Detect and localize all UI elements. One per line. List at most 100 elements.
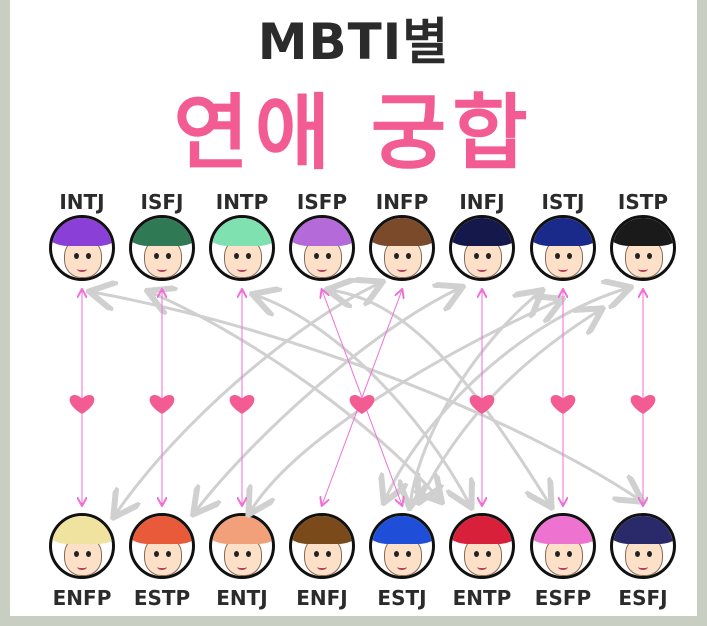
eye (314, 551, 319, 557)
hair (132, 218, 192, 246)
mouth (77, 564, 87, 570)
eye (154, 551, 159, 557)
avatar-istp (610, 215, 676, 281)
eye (635, 551, 640, 557)
avatar-infj (449, 215, 515, 281)
label-intj: INTJ (59, 190, 105, 214)
heart-icon (149, 394, 175, 414)
gray-arrow (420, 310, 600, 500)
heart-icon (630, 394, 656, 414)
eye (86, 253, 91, 259)
heart-icon (349, 394, 375, 414)
label-estj: ESTJ (377, 586, 427, 610)
label-esfp: ESFP (534, 586, 592, 610)
avatar-isfj (129, 215, 195, 281)
eye (567, 253, 572, 259)
hair (52, 516, 112, 544)
heart-icon (550, 394, 576, 414)
eye (474, 253, 479, 259)
eye (74, 551, 79, 557)
mouth (638, 564, 648, 570)
heart-icon (69, 394, 95, 414)
eye (394, 253, 399, 259)
avatar-istj (530, 215, 596, 281)
eye (246, 253, 251, 259)
eye (406, 551, 411, 557)
hair (533, 218, 593, 246)
mouth (477, 564, 487, 570)
hair (533, 516, 593, 544)
eye (246, 551, 251, 557)
title-line-2: 연애 궁합 (173, 86, 534, 181)
avatar-intp (209, 215, 275, 281)
heart-icon (469, 394, 495, 414)
label-entj: ENTJ (216, 586, 268, 610)
mouth (77, 266, 87, 272)
hair (613, 516, 673, 544)
label-enfj: ENFJ (296, 586, 348, 610)
eye (406, 253, 411, 259)
avatar-infp (369, 215, 435, 281)
eye (647, 253, 652, 259)
label-entp: ENTP (452, 586, 512, 610)
eye (474, 551, 479, 557)
mouth (317, 266, 327, 272)
avatar-esfj (610, 513, 676, 579)
avatar-estj (369, 513, 435, 579)
avatar-estp (129, 513, 195, 579)
eye (555, 253, 560, 259)
hair (613, 218, 673, 246)
label-istp: ISTP (617, 190, 669, 214)
mouth (317, 564, 327, 570)
hair (372, 218, 432, 246)
avatar-entp (449, 513, 515, 579)
hair (452, 218, 512, 246)
heart-icon (229, 394, 255, 414)
eye (234, 253, 239, 259)
hair (292, 218, 352, 246)
mouth (237, 564, 247, 570)
label-istj: ISTJ (541, 190, 585, 214)
label-isfj: ISFJ (140, 190, 184, 214)
title-line-1: MBTI별 (257, 13, 450, 71)
gray-arrow (385, 288, 628, 500)
eye (154, 253, 159, 259)
eye (166, 551, 171, 557)
mouth (477, 266, 487, 272)
avatar-esfp (530, 513, 596, 579)
mouth (638, 266, 648, 272)
mouth (397, 564, 407, 570)
mouth (157, 266, 167, 272)
mouth (237, 266, 247, 272)
label-enfp: ENFP (52, 586, 112, 610)
label-isfp: ISFP (296, 190, 348, 214)
eye (314, 253, 319, 259)
avatar-intj (49, 215, 115, 281)
mouth (397, 266, 407, 272)
label-infj: INFJ (459, 190, 505, 214)
mouth (558, 564, 568, 570)
eye (326, 551, 331, 557)
hair (212, 218, 272, 246)
eye (486, 551, 491, 557)
eye (555, 551, 560, 557)
eye (234, 551, 239, 557)
mouth (157, 564, 167, 570)
eye (74, 253, 79, 259)
eye (647, 551, 652, 557)
eye (166, 253, 171, 259)
eye (86, 551, 91, 557)
eye (326, 253, 331, 259)
hair (52, 218, 112, 246)
label-esfj: ESFJ (618, 586, 668, 610)
eye (486, 253, 491, 259)
mouth (558, 266, 568, 272)
avatar-isfp (289, 215, 355, 281)
avatar-enfp (49, 513, 115, 579)
hair (452, 516, 512, 544)
label-infp: INFP (375, 190, 429, 214)
eye (394, 551, 399, 557)
label-intp: INTP (215, 190, 269, 214)
eye (635, 253, 640, 259)
